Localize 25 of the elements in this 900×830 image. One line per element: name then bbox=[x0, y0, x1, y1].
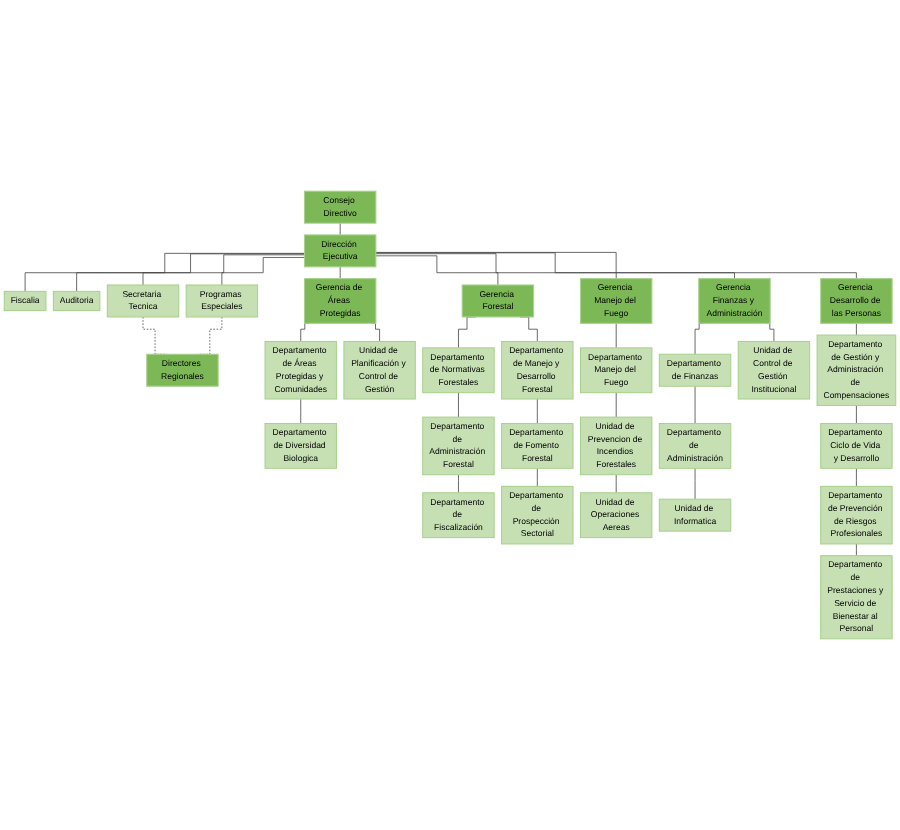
connector bbox=[371, 322, 380, 342]
connector bbox=[300, 398, 302, 424]
connector bbox=[300, 322, 310, 342]
connector bbox=[458, 474, 459, 494]
connector bbox=[375, 252, 735, 279]
connector bbox=[24, 252, 305, 292]
connector bbox=[142, 254, 305, 286]
connector bbox=[339, 222, 341, 236]
connector bbox=[856, 467, 857, 487]
connector bbox=[536, 398, 538, 424]
connector bbox=[765, 322, 775, 342]
connector bbox=[536, 467, 538, 487]
connector bbox=[458, 392, 459, 418]
connector bbox=[615, 474, 617, 494]
connector bbox=[221, 257, 305, 286]
connector bbox=[856, 322, 857, 336]
connector bbox=[615, 392, 617, 418]
connector bbox=[375, 252, 857, 279]
connector bbox=[694, 322, 704, 355]
connector bbox=[615, 322, 617, 349]
connector bbox=[375, 255, 499, 286]
connector bbox=[339, 266, 341, 279]
connector bbox=[856, 543, 857, 557]
connector bbox=[76, 253, 305, 292]
connector bbox=[856, 405, 857, 424]
